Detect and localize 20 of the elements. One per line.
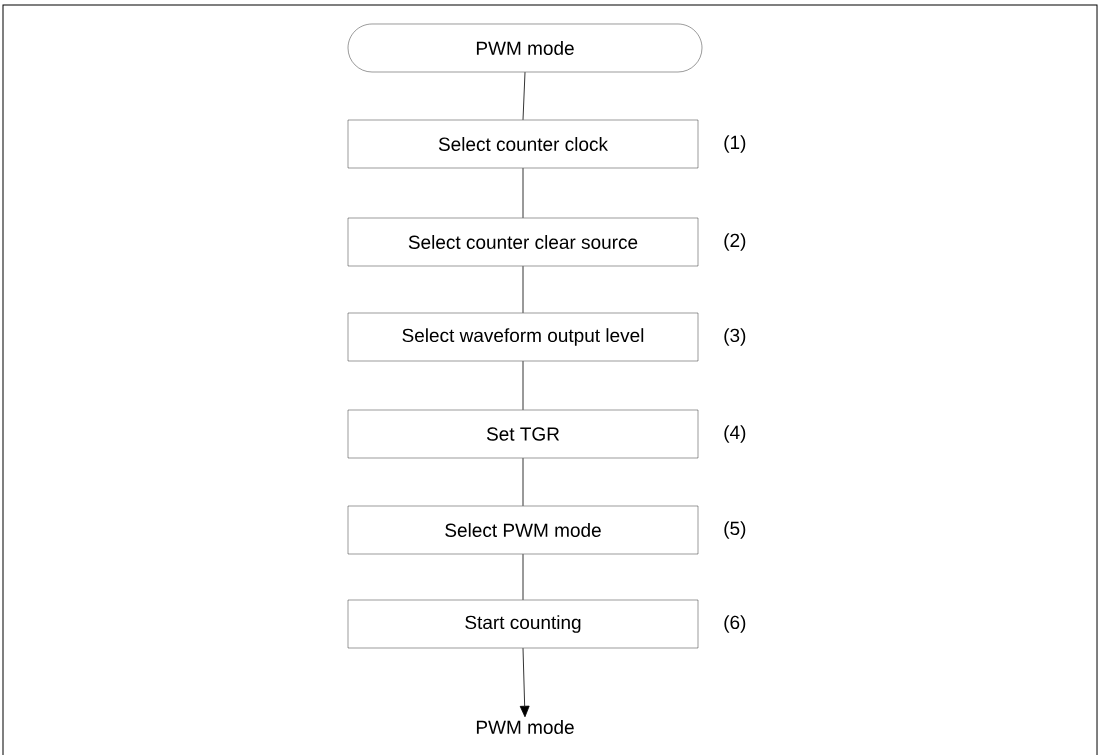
step-number: (3) xyxy=(724,328,746,346)
connector-line xyxy=(522,553,524,601)
process-box: Select counter clock xyxy=(347,119,699,169)
process-box: Set TGR xyxy=(347,409,699,459)
step-number: (1) xyxy=(724,135,746,153)
connector-line xyxy=(522,457,524,507)
process-box: Select PWM mode xyxy=(347,505,699,555)
connector-line xyxy=(522,265,524,314)
process-box: Start counting xyxy=(347,599,699,649)
arrow xyxy=(519,647,530,718)
process-box: Select counter clear source xyxy=(347,217,699,267)
process-box: Select waveform output level xyxy=(347,312,699,362)
connector-line xyxy=(522,360,524,411)
step-number: (2) xyxy=(724,233,746,251)
step-number: (5) xyxy=(724,521,746,539)
step-number: (4) xyxy=(724,425,746,443)
step-number: (6) xyxy=(724,615,746,633)
connector-line xyxy=(522,167,524,219)
end-label: PWM mode xyxy=(476,720,574,734)
connector-line xyxy=(522,71,526,121)
